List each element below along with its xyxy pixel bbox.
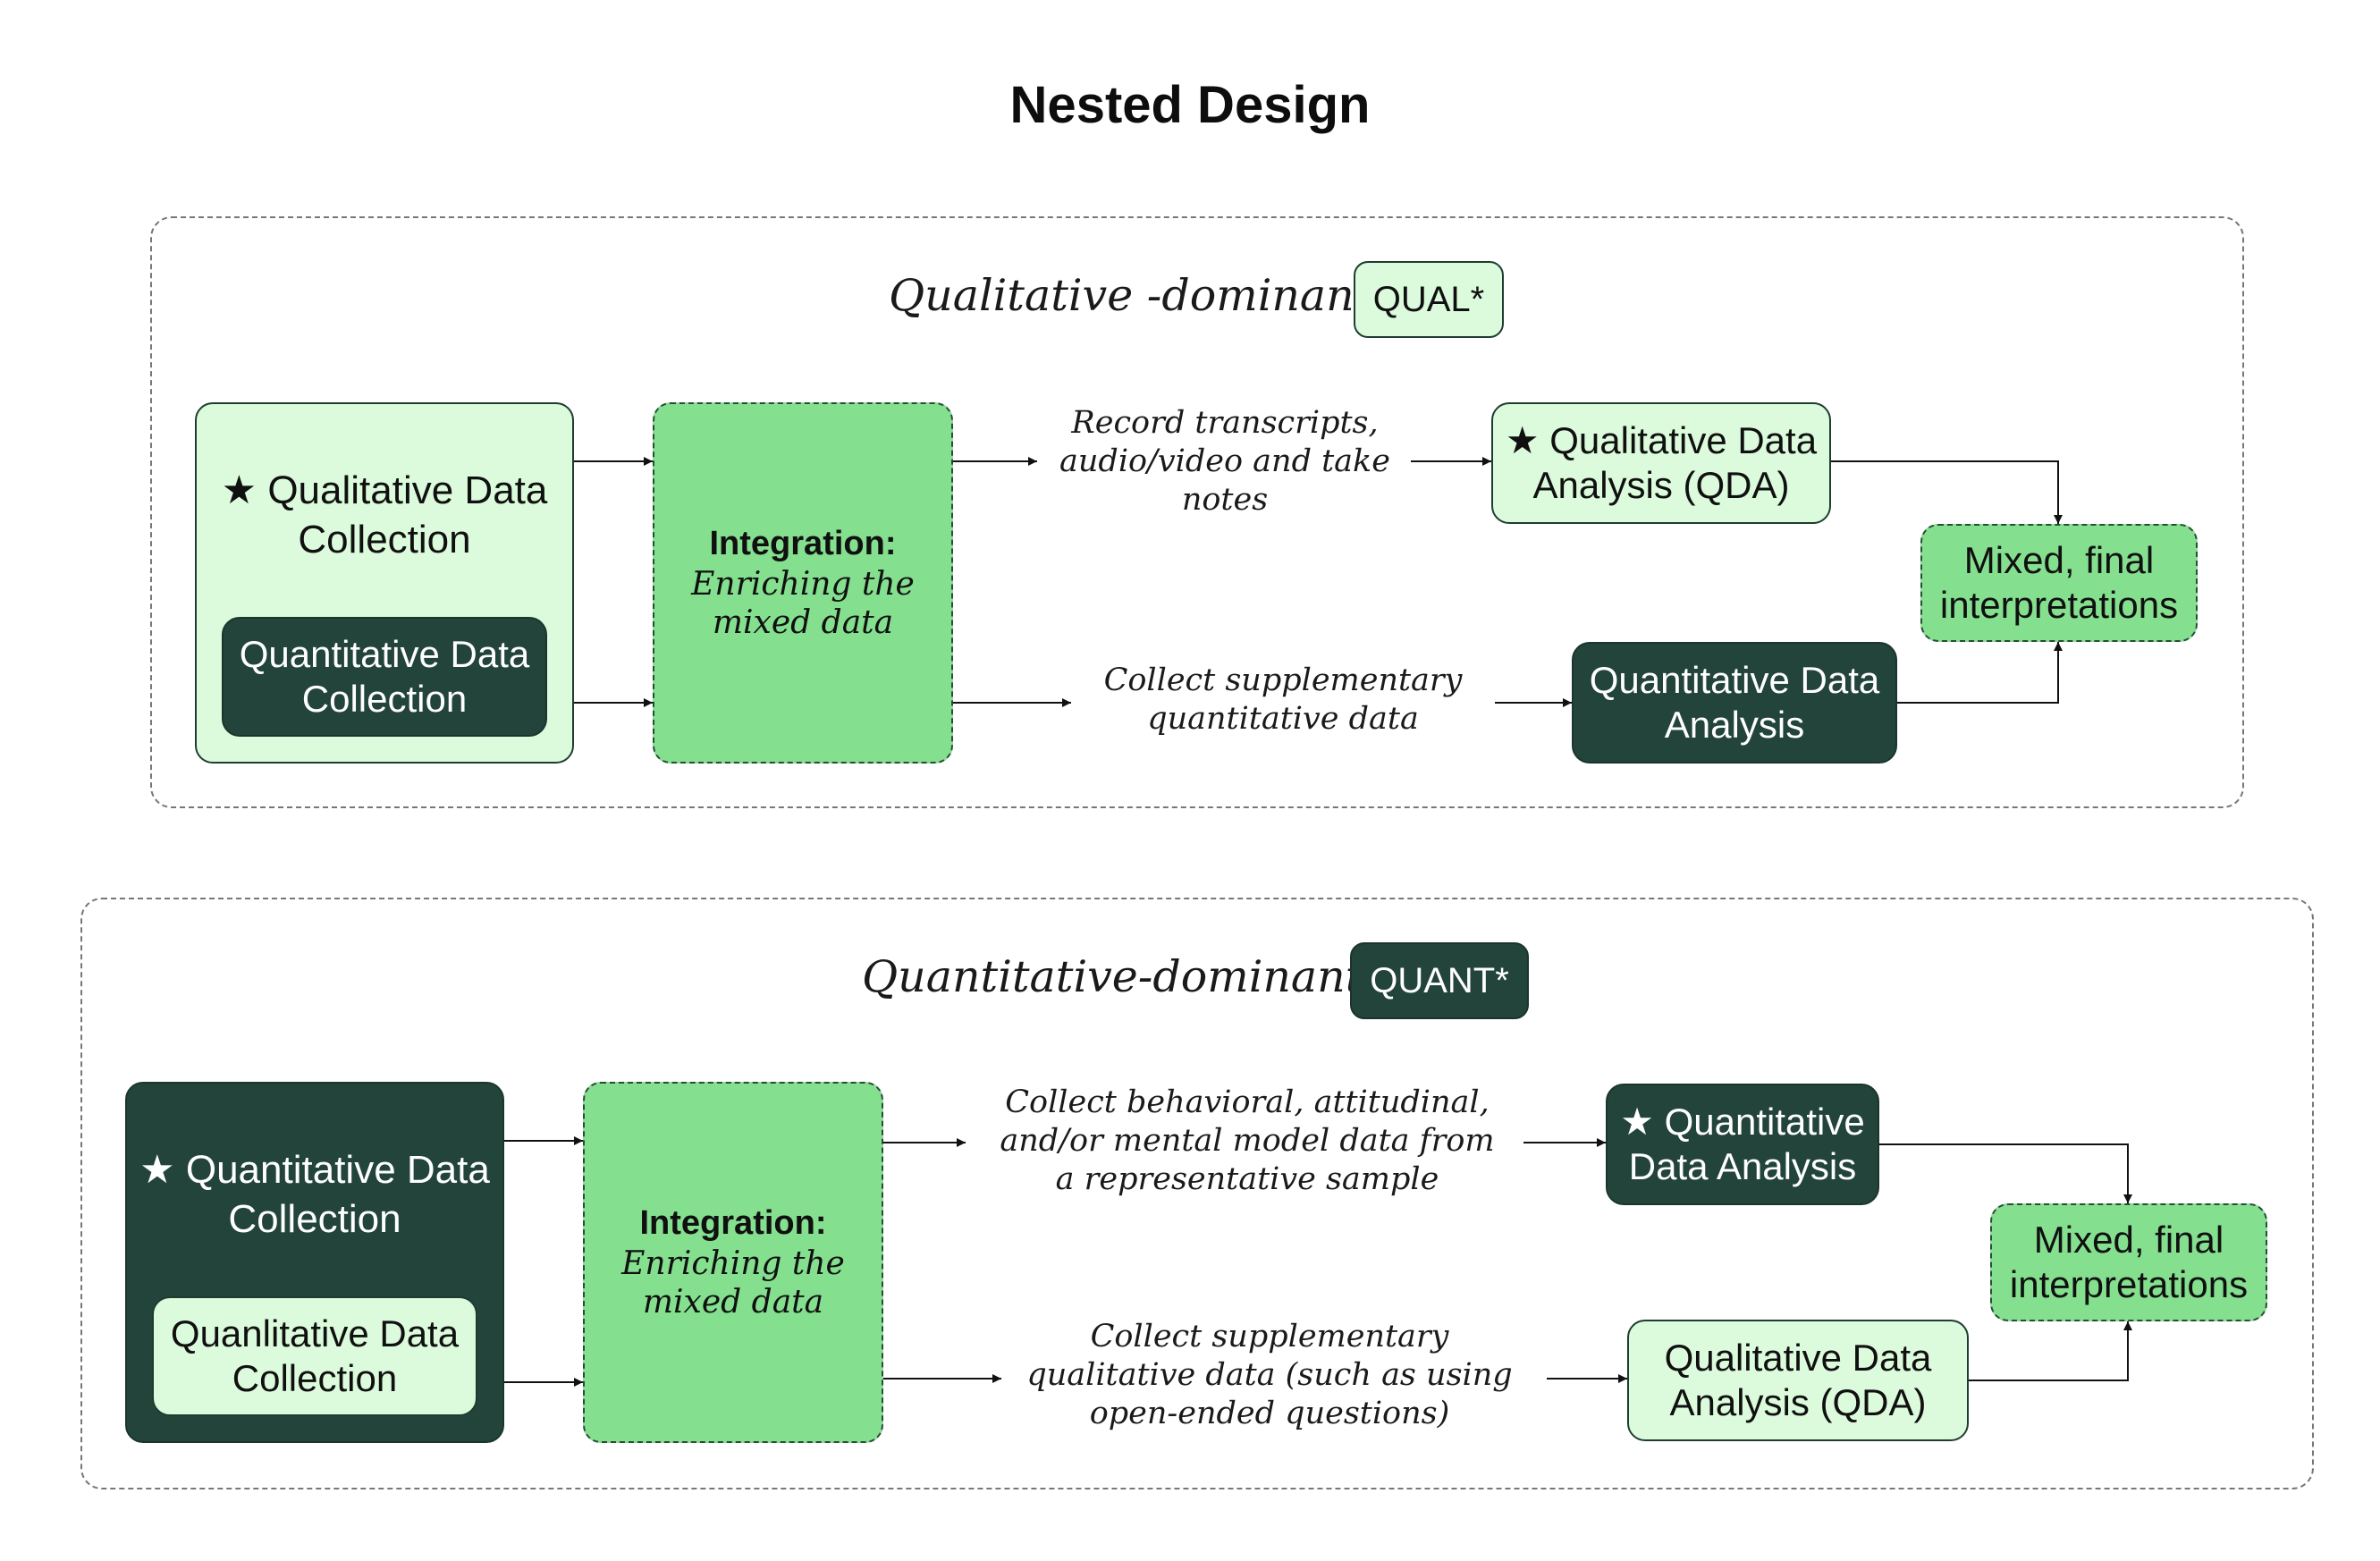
- quant-badge: QUANT*: [1350, 942, 1529, 1019]
- qual-final-interpretations-label: Mixed, final interpretations: [1939, 538, 2179, 626]
- qual-top-step-note: Record transcripts, audio/video and take…: [1059, 405, 1390, 519]
- arrow-qual-bottom-analysis-to-final: [1897, 642, 2063, 704]
- star-icon: ★: [139, 1148, 175, 1192]
- nested-qualitative-collection-box: Quanlitative Data Collection: [152, 1296, 477, 1416]
- arrow-quant-bottom-analysis-to-final: [1969, 1321, 2132, 1381]
- quantitative-dominant-heading: Quantitative-dominant: [862, 951, 1363, 1002]
- qualitative-dominant-panel: [150, 216, 2244, 808]
- qualitative-data-analysis-label: Qualitative Data Analysis (QDA): [1532, 418, 1818, 506]
- quantitative-data-collection-label: Quantitative Data Collection: [185, 1148, 490, 1241]
- qual-badge: QUAL*: [1354, 261, 1504, 338]
- quant-top-analysis-label: Quantitative Data Analysis: [1628, 1100, 1865, 1187]
- quant-top-analysis-box: ★ Quantitative Data Analysis: [1606, 1084, 1879, 1205]
- quant-bottom-analysis-label: Qualitative Data Analysis (QDA): [1664, 1336, 1932, 1423]
- qualitative-data-collection-label: Qualitative Data Collection: [267, 468, 548, 561]
- star-icon: ★: [1505, 418, 1540, 461]
- qualitative-dominant-heading: Qualitative -dominant: [889, 270, 1372, 321]
- qual-top-analysis-box: ★ Qualitative Data Analysis (QDA): [1491, 402, 1831, 524]
- arrow-qual-top-analysis-to-final: [1831, 460, 2063, 524]
- nested-quantitative-collection-box: Quantitative Data Collection: [222, 617, 547, 737]
- qual-integration-heading: Integration:: [709, 525, 897, 563]
- arrow-quant-top-analysis-to-final: [1879, 1143, 2132, 1203]
- qual-final-interpretations-box: Mixed, final interpretations: [1920, 524, 2198, 642]
- quant-final-interpretations-box: Mixed, final interpretations: [1990, 1203, 2267, 1321]
- star-icon: ★: [221, 468, 257, 512]
- qual-bottom-analysis-box: Quantitative Data Analysis: [1572, 642, 1897, 764]
- quantitative-dominant-panel: [80, 898, 2314, 1489]
- quant-bottom-step-note: Collect supplementary qualitative data (…: [1026, 1319, 1513, 1432]
- quant-final-interpretations-label: Mixed, final interpretations: [2009, 1218, 2249, 1305]
- qual-integration-subtitle: Enriching the mixed data: [691, 565, 915, 641]
- quant-integration-box: Integration: Enriching the mixed data: [583, 1082, 883, 1443]
- nested-qualitative-collection-label: Quanlitative Data Collection: [170, 1312, 460, 1399]
- quantitative-data-analysis-label: Quantitative Data Analysis: [1589, 658, 1880, 746]
- quant-bottom-analysis-box: Qualitative Data Analysis (QDA): [1627, 1320, 1969, 1441]
- diagram-title: Nested Design: [1009, 76, 1371, 134]
- quant-top-step-note: Collect behavioral, attitudinal, and/or …: [1000, 1084, 1495, 1198]
- quant-integration-heading: Integration:: [639, 1204, 827, 1243]
- quant-integration-subtitle: Enriching the mixed data: [621, 1245, 845, 1321]
- qual-bottom-step-note: Collect supplementary quantitative data: [1103, 662, 1463, 738]
- qual-integration-box: Integration: Enriching the mixed data: [653, 402, 953, 764]
- star-icon: ★: [1620, 1100, 1654, 1143]
- nested-quantitative-collection-label: Quantitative Data Collection: [239, 632, 530, 720]
